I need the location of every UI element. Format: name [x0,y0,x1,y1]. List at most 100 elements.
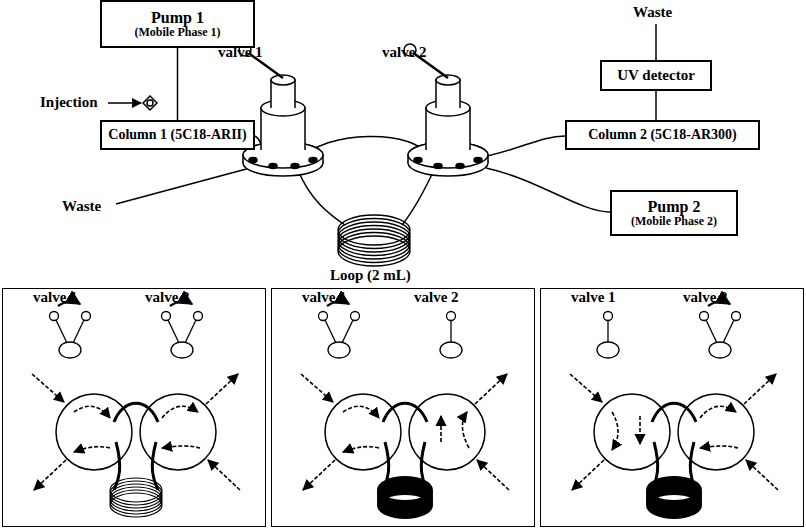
drawing-stroke [652,403,696,422]
drawing-stroke [342,320,353,343]
box-text: UV detector [602,67,710,84]
drawing-stroke [648,493,700,517]
drawing-stroke [474,158,482,163]
drawing-stroke [570,374,778,490]
drawing-stroke [168,320,179,343]
drawing-stroke [116,168,250,204]
drawing-stroke [74,406,110,418]
drawing-stroke [34,460,66,490]
drawing-stroke [700,406,736,418]
tube-connector [177,48,179,120]
column-box: Column 1 (5C18-ARII) [100,120,255,150]
box-text: Pump 1 [102,9,253,27]
drawing-stroke [74,447,110,452]
drawing-stroke [462,412,469,448]
drawing-stroke [746,460,778,490]
drawing-stroke [108,102,141,104]
drawing-stroke [162,406,198,418]
box-text: Pump 2 [612,198,736,216]
valve-label: valve 2 [414,289,459,306]
drawing-stroke [319,312,328,321]
loop-label: Loop (2 mL) [330,267,411,284]
drawing-stroke [162,446,200,448]
pump-box: Pump 1(Mobile Phase 1) [100,0,255,48]
drawing-stroke [607,320,608,342]
valve-label: valve 2 [145,289,190,306]
port-label: Injection [40,94,98,111]
drawing-stroke [162,312,171,321]
drawing-stroke [383,442,389,490]
drawing-stroke [338,233,410,263]
valve-label: valve 1 [218,44,263,61]
state-panel: valve 1 valve 2 [271,288,535,527]
pump-box: Pump 2(Mobile Phase 2) [610,190,738,236]
drawing-stroke [700,312,709,321]
waste-label: Waste [633,4,672,21]
drawing-stroke [421,442,427,490]
state-panel: valve 1valve 2 [540,288,804,527]
valve-label: valve 1 [33,289,78,306]
state-panel: valve 1 valve 2 [2,288,266,527]
drawing-stroke [570,374,778,517]
drawing-stroke [477,460,509,490]
drawing-stroke [383,403,427,422]
drawing-stroke [404,44,488,176]
drawing-stroke [32,374,240,517]
drawing-stroke [612,412,618,450]
valve-label: valve 1 [302,289,347,306]
drawing-stroke [440,342,462,358]
box-text: (Mobile Phase 1) [102,26,253,39]
drawing-stroke [597,342,619,358]
tube-connector [655,91,657,120]
drawing-stroke [447,312,456,321]
drawing-stroke [162,301,203,358]
drawing-stroke [32,301,240,517]
drawing-stroke [291,164,299,169]
drawing-stroke [309,158,317,163]
drawing-stroke [597,312,619,359]
drawing-stroke [298,170,345,225]
box-text: Column 2 (5C18-AR300) [567,127,758,142]
loop-coil [338,215,410,266]
drawing-stroke [110,493,162,517]
drawing-stroke [706,320,717,343]
drawing-stroke [249,158,257,163]
drawing-stroke [572,460,604,490]
box-text: Column 1 (5C18-ARII) [102,127,253,142]
drawing-stroke [59,342,81,358]
drawing-stroke [269,164,277,169]
drawing-stroke [456,164,464,169]
drawing-stroke [328,342,350,358]
drawing-stroke [143,96,157,110]
drawing-stroke [434,164,442,169]
drawing-stroke [194,312,203,321]
drawing-stroke [185,320,196,343]
drawing-stroke [338,229,410,259]
drawing-stroke [475,374,507,404]
drawing-stroke [301,374,509,490]
drawing-stroke [402,170,434,225]
drawing-stroke [700,301,741,358]
drawing-stroke [343,406,379,418]
drawing-stroke [301,301,509,517]
drawing-stroke [114,403,158,422]
drawing-stroke [440,312,462,359]
drawing-stroke [338,236,410,266]
drawing-stroke [351,312,360,321]
drawing-stroke [744,374,776,404]
drawing-stroke [604,312,613,321]
drawing-stroke [690,442,696,490]
drawing-stroke [486,168,610,212]
drawing-stroke [570,374,602,402]
drawing-stroke [32,374,240,490]
drawing-stroke [732,312,741,321]
drawing-stroke [723,320,734,343]
drawing-stroke [208,460,240,490]
detector-box: UV detector [600,60,712,91]
valve-label: valve 2 [683,289,728,306]
drawing-stroke [301,374,509,517]
drawing-stroke [319,301,360,358]
drawing-stroke [147,100,153,106]
drawing-stroke [639,416,641,444]
drawing-stroke [450,320,451,342]
